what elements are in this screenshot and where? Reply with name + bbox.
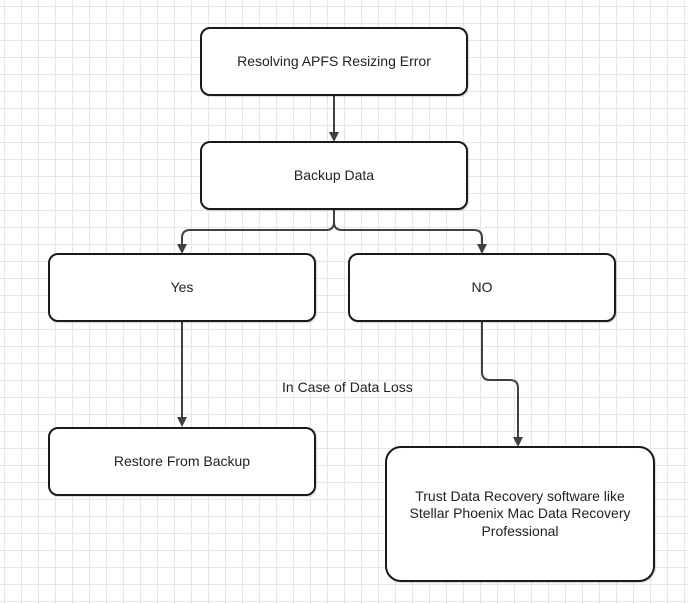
node-trust-data-recovery-software-label: Trust Data Recovery software like Stella… [409, 487, 631, 539]
node-resolving-apfs-resizing-error-label: Resolving APFS Resizing Error [237, 52, 431, 69]
edge-label-data-loss: In Case of Data Loss [282, 379, 413, 395]
connector-backup-to-yes [177, 210, 335, 254]
connector-backup-to-no [333, 210, 487, 254]
node-backup-data-label: Backup Data [293, 166, 375, 183]
node-yes-label: Yes [170, 278, 194, 295]
connector-no-to-recovery [481, 321, 523, 447]
node-resolving-apfs-resizing-error: Resolving APFS Resizing Error [200, 27, 468, 96]
node-restore-from-backup: Restore From Backup [48, 427, 316, 496]
node-no: NO [348, 253, 616, 322]
node-backup-data: Backup Data [200, 141, 468, 210]
node-yes: Yes [48, 253, 316, 322]
node-no-label: NO [471, 278, 493, 295]
node-trust-data-recovery-software: Trust Data Recovery software like Stella… [385, 446, 655, 582]
node-restore-from-backup-label: Restore From Backup [113, 452, 251, 469]
